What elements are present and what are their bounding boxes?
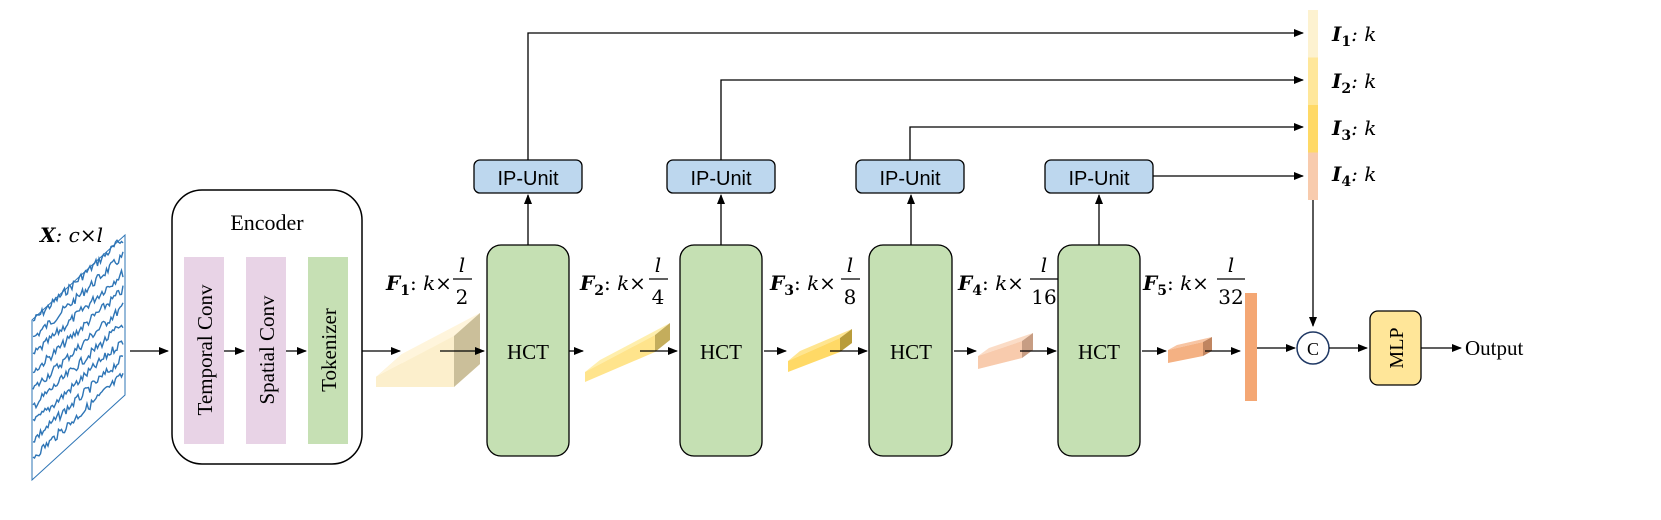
concat-node: C <box>1296 331 1330 365</box>
ip-unit-4: IP-Unit <box>1044 159 1154 194</box>
svg-text:l: l <box>847 253 853 277</box>
i1-label: I1: k <box>1331 22 1376 50</box>
svg-text:l: l <box>459 253 465 277</box>
svg-text:8: 8 <box>844 285 857 309</box>
spatial-conv-label: Spatial Conv <box>255 295 279 405</box>
signal-trace <box>32 355 124 443</box>
svg-text:C: C <box>1307 339 1319 359</box>
tokenizer-label: Tokenizer <box>317 308 341 392</box>
signal-trace <box>32 267 124 355</box>
svg-text:l: l <box>655 253 661 277</box>
svg-text:IP-Unit: IP-Unit <box>1068 168 1130 190</box>
f2-label: F2: k× l 4 <box>579 253 668 309</box>
svg-text:IP-Unit: IP-Unit <box>690 168 752 190</box>
slab-f2 <box>585 323 670 382</box>
encoder-box: Encoder Temporal Conv Spatial Conv Token… <box>171 189 363 465</box>
svg-text:l: l <box>1041 253 1047 277</box>
link-ip3-i3 <box>909 123 1304 160</box>
slab-f5 <box>1168 337 1212 363</box>
signal-trace <box>32 372 124 459</box>
signal-trace <box>32 302 124 390</box>
importance-bar <box>1308 10 1318 200</box>
svg-text:F1: k×: F1: k× <box>385 271 452 299</box>
svg-text:2: 2 <box>456 285 469 309</box>
svg-text:F5: k×: F5: k× <box>1142 271 1209 299</box>
signal-trace <box>32 340 124 422</box>
slab-f4 <box>978 333 1033 369</box>
svg-text:HCT: HCT <box>1078 340 1120 364</box>
ip-unit-2: IP-Unit <box>666 159 776 194</box>
f5-label: F5: k× l 32 <box>1142 253 1245 309</box>
tokenizer-block <box>308 257 348 444</box>
svg-text:16: 16 <box>1031 285 1056 309</box>
svg-text:HCT: HCT <box>700 340 742 364</box>
hct-block-1: HCT <box>486 244 570 457</box>
i4-label: I4: k <box>1331 162 1376 190</box>
svg-text:32: 32 <box>1218 285 1243 309</box>
svg-text:l: l <box>1228 253 1234 277</box>
link-ip1-i1 <box>527 29 1304 160</box>
svg-text:F4: k×: F4: k× <box>957 271 1024 299</box>
svg-text:HCT: HCT <box>507 340 549 364</box>
i2-label: I2: k <box>1331 69 1376 97</box>
svg-text:MLP: MLP <box>1386 327 1408 368</box>
signal-trace <box>32 285 124 374</box>
svg-text:HCT: HCT <box>890 340 932 364</box>
hct-block-2: HCT <box>679 244 763 457</box>
hct-block-4: HCT <box>1057 244 1141 457</box>
signal-trace <box>32 324 124 410</box>
link-ip2-i2 <box>720 76 1304 160</box>
output-label: Output <box>1465 336 1524 360</box>
hct-block-3: HCT <box>868 244 953 457</box>
ip-unit-1: IP-Unit <box>473 159 583 194</box>
ip-unit-3: IP-Unit <box>855 159 965 194</box>
f3-label: F3: k× l 8 <box>769 253 860 309</box>
f4-label: F4: k× l 16 <box>957 253 1058 309</box>
svg-text:4: 4 <box>652 285 665 309</box>
slab-f1 <box>376 313 480 387</box>
svg-text:IP-Unit: IP-Unit <box>879 168 941 190</box>
input-signal <box>31 233 126 482</box>
spatial-conv-block <box>246 257 286 444</box>
slab-f3 <box>788 329 852 372</box>
temporal-conv-block <box>184 257 224 444</box>
svg-text:IP-Unit: IP-Unit <box>497 168 559 190</box>
svg-text:F3: k×: F3: k× <box>769 271 836 299</box>
signal-trace <box>32 251 124 338</box>
flatten-bar <box>1245 293 1257 401</box>
input-label: X: c×l <box>38 223 103 247</box>
i3-label: I3: k <box>1331 116 1376 144</box>
temporal-conv-label: Temporal Conv <box>193 284 217 415</box>
f1-label: F1: k× l 2 <box>385 253 472 309</box>
signal-trace <box>32 239 124 322</box>
mlp-block: MLP <box>1369 310 1422 386</box>
svg-text:F2: k×: F2: k× <box>579 271 646 299</box>
encoder-title: Encoder <box>230 210 304 235</box>
